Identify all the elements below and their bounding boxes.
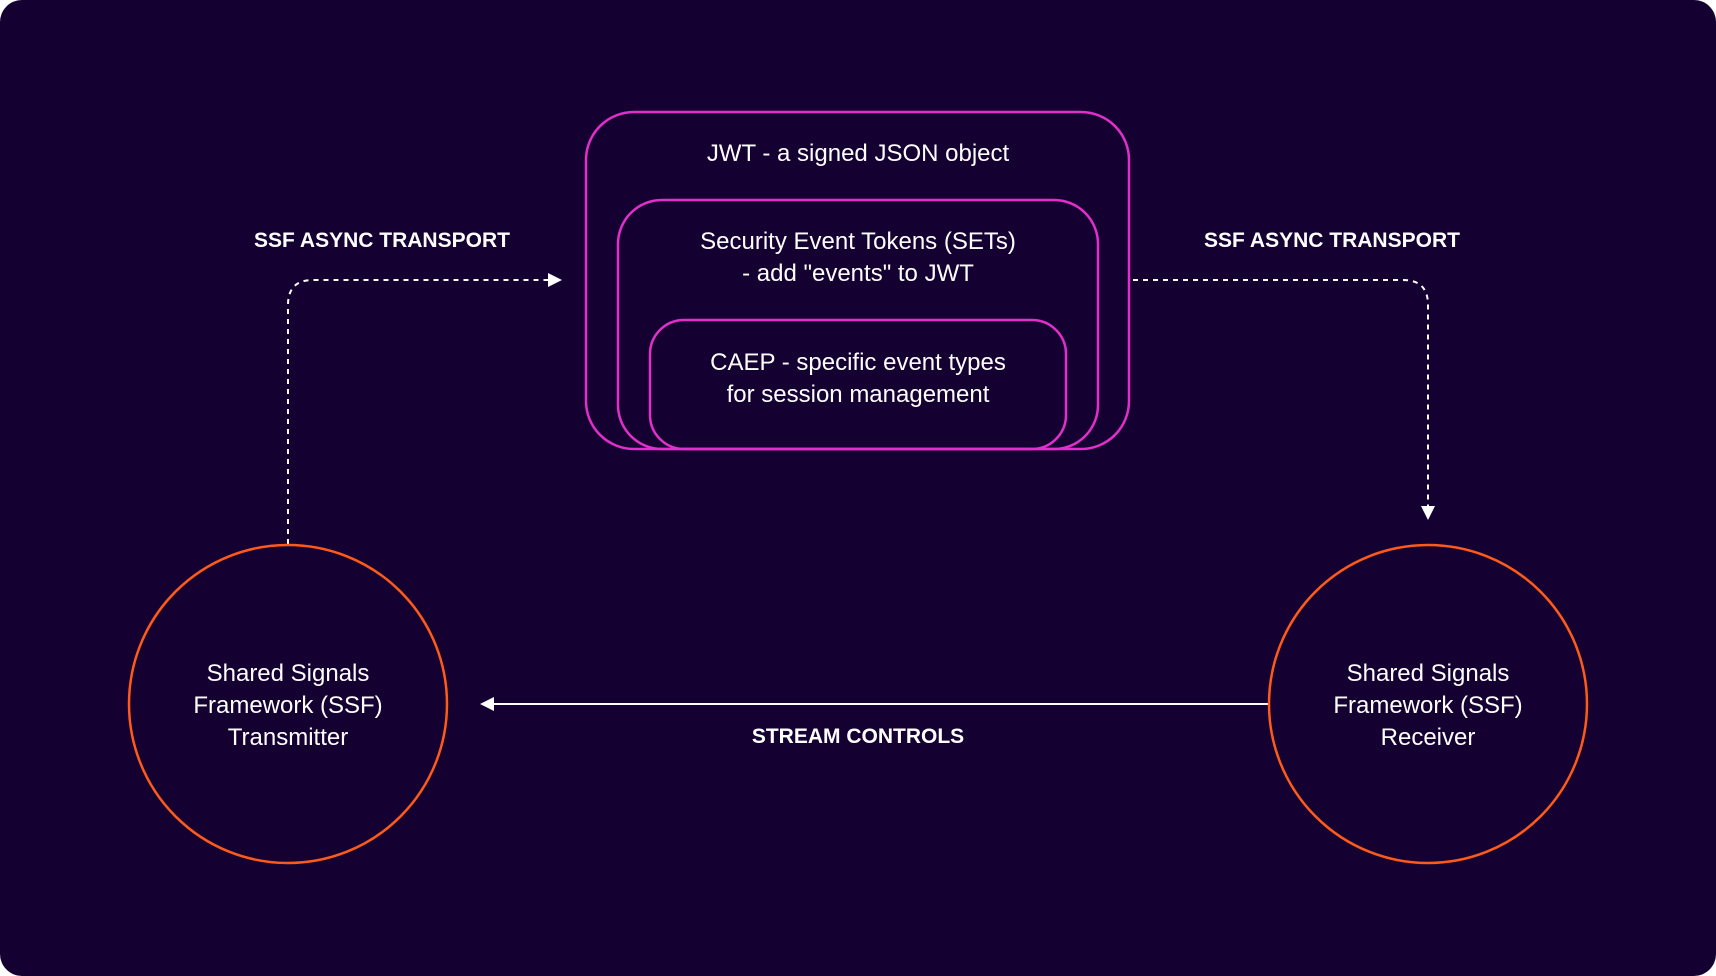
transmitter-line2: Framework (SSF) <box>193 692 382 719</box>
sets-label-line2: - add "events" to JWT <box>742 260 974 287</box>
transmitter-line3: Transmitter <box>228 724 348 751</box>
right-transport-connector <box>1133 279 1429 506</box>
caep-label-line2: for session management <box>727 381 990 408</box>
arrowhead-icon <box>480 697 494 711</box>
transmitter-node <box>127 543 449 865</box>
caep-container <box>648 318 1068 451</box>
sets-label-line1: Security Event Tokens (SETs) <box>700 228 1016 255</box>
receiver-line2: Framework (SSF) <box>1333 692 1522 719</box>
arrowhead-icon <box>1421 506 1435 520</box>
receiver-line3: Receiver <box>1381 724 1476 751</box>
receiver-node <box>1267 543 1589 865</box>
receiver-line1: Shared Signals <box>1347 660 1510 687</box>
transmitter-line1: Shared Signals <box>207 660 370 687</box>
right-transport-label: SSF ASYNC TRANSPORT <box>1204 229 1460 252</box>
left-transport-label: SSF ASYNC TRANSPORT <box>254 229 510 252</box>
stream-controls-label: STREAM CONTROLS <box>752 725 964 748</box>
arrowhead-icon <box>548 273 562 287</box>
jwt-label: JWT - a signed JSON object <box>707 140 1010 167</box>
caep-label-line1: CAEP - specific event types <box>710 349 1006 376</box>
